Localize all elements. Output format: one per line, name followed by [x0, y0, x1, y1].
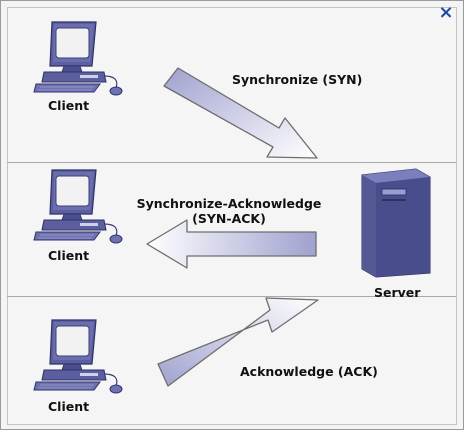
syn-ack-label: Synchronize-Acknowledge (SYN-ACK): [124, 196, 334, 226]
syn-ack-label-line2: (SYN-ACK): [192, 211, 266, 226]
server-label: Server: [374, 285, 421, 300]
client-label: Client: [48, 98, 90, 113]
client-label: Client: [48, 248, 90, 263]
ack-label: Acknowledge (ACK): [240, 364, 378, 379]
server-tower-icon: [361, 168, 431, 278]
syn-label: Synchronize (SYN): [232, 72, 363, 87]
close-icon[interactable]: ×: [438, 2, 454, 23]
row-divider: [7, 162, 456, 163]
row-divider: [7, 296, 456, 297]
syn-ack-label-line1: Synchronize-Acknowledge: [136, 196, 322, 211]
client-label: Client: [48, 399, 90, 414]
